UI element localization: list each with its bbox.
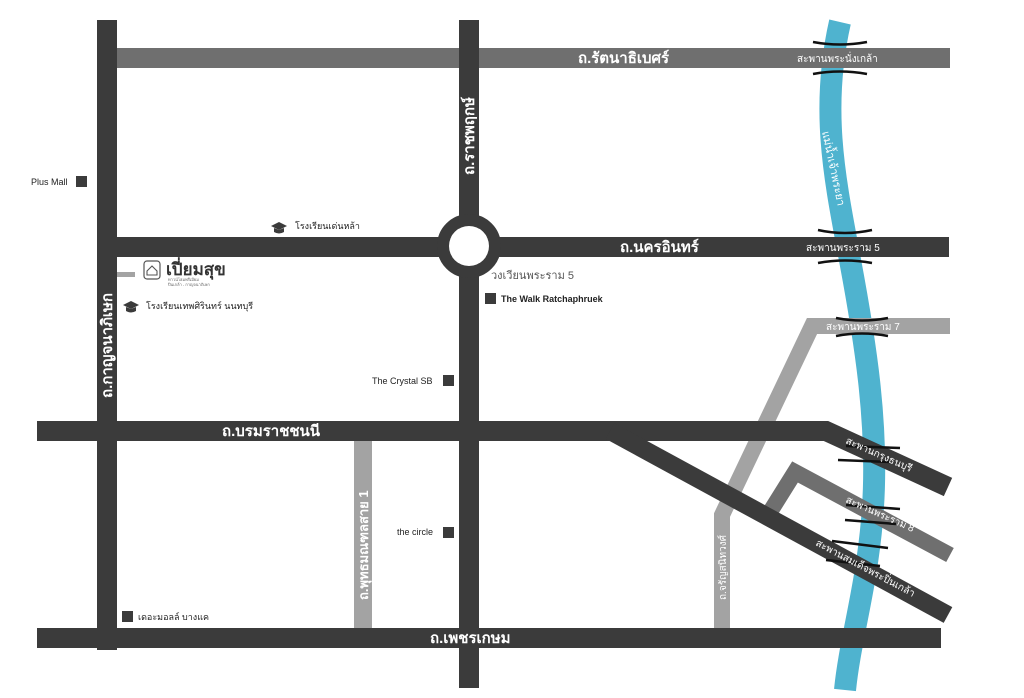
label-bridge-phra-nang-klao: สะพานพระนั่งเกล้า [797,51,878,65]
label-phutthamonthon: ถ.พุทธมณฑลสาย 1 [356,490,372,600]
pinklao-road [605,423,953,623]
label-mall-bangkae: เดอะมอลล์ บางแค [138,611,209,622]
label-school-left: โรงเรียนเทพศิรินทร์ นนทบุรี [146,300,253,312]
rama8-road [763,461,954,563]
phetkasem-road [37,628,941,648]
plus-mall-marker [76,176,87,187]
label-crystal: The Crystal SB [372,376,433,386]
rama5-roundabout [437,214,501,278]
brand-tagline-2: ปิ่นเกล้า - กาญจนาภิเษก [167,282,210,287]
chao-phraya-river [819,19,886,692]
bridge-mark-phra-nang-klao [812,40,868,76]
label-rattanathibet: ถ.รัตนาธิเบศร์ [578,49,670,67]
brand-name: เปี่ยมสุข [166,257,226,280]
borommaratchachonnani-road [37,421,953,497]
bridge-mark-rama5 [817,228,873,265]
label-bridge-rama5: สะพานพระราม 5 [806,243,880,254]
mall-bangkae-marker [122,611,133,622]
phutthamonthon-road [354,438,372,630]
label-kanchanaphisek: ถ.กาญจนาภิเษก [98,293,116,398]
circle-marker [443,527,454,538]
nakhon-in-road [97,237,949,257]
graduation-cap-icon [123,301,139,313]
bridge-mark-rama7 [835,316,889,338]
walk-marker [485,293,496,304]
label-circle: the circle [397,527,433,537]
bridge-mark-krung-thon [837,444,901,464]
roundabout-center [449,226,489,266]
label-ratchaphruek: ถ.ราชพฤกษ์ [460,97,478,175]
label-phetkasem: ถ.เพชรเกษม [430,630,511,647]
label-school-top: โรงเรียนเด่นหล้า [295,221,360,231]
label-walk: The Walk Ratchaphruek [501,294,604,304]
charansanitwong-road [714,318,950,630]
label-charansanitwong: ถ.จรัญสนิทวงศ์ [717,534,729,600]
crystal-marker [443,375,454,386]
rattanathibet-road [106,48,950,68]
project-access-road [117,272,135,277]
label-borommaratchachonnani: ถ.บรมราชชนนี [222,423,321,440]
ratchaphruek-road [459,20,479,688]
bridge-marks [812,40,901,568]
label-bridge-rama7: สะพานพระราม 7 [826,322,900,333]
bridge-mark-rama8 [844,503,901,526]
label-roundabout: วงเวียนพระราม 5 [491,269,574,282]
label-plus-mall: Plus Mall [31,177,68,187]
label-nakhon-in: ถ.นครอินทร์ [620,238,700,256]
house-logo-icon [143,260,161,280]
brand-tagline-1: ทาวน์โฮมพรีเมียม [168,277,199,282]
graduation-cap-icon [271,222,287,234]
bridge-mark-pinklao [825,539,889,568]
kanchanaphisek-road [97,20,117,650]
